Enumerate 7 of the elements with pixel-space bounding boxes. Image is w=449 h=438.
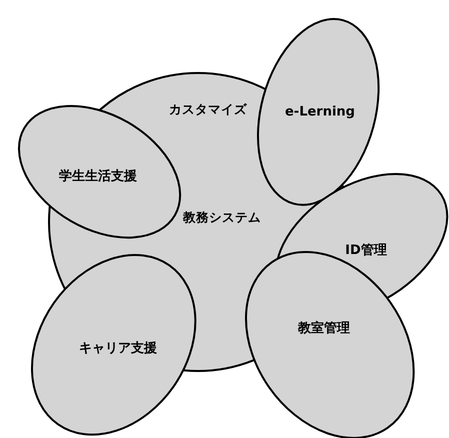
node-label: キャリア支援: [78, 340, 157, 357]
node-label: ID管理: [345, 242, 387, 259]
node-label: 学生生活支援: [58, 168, 137, 185]
node-label: カスタマイズ: [169, 102, 247, 118]
node-label: e-Lerning: [284, 104, 355, 120]
node-label: 教務システム: [183, 210, 261, 226]
node-label: 教室管理: [298, 320, 350, 337]
